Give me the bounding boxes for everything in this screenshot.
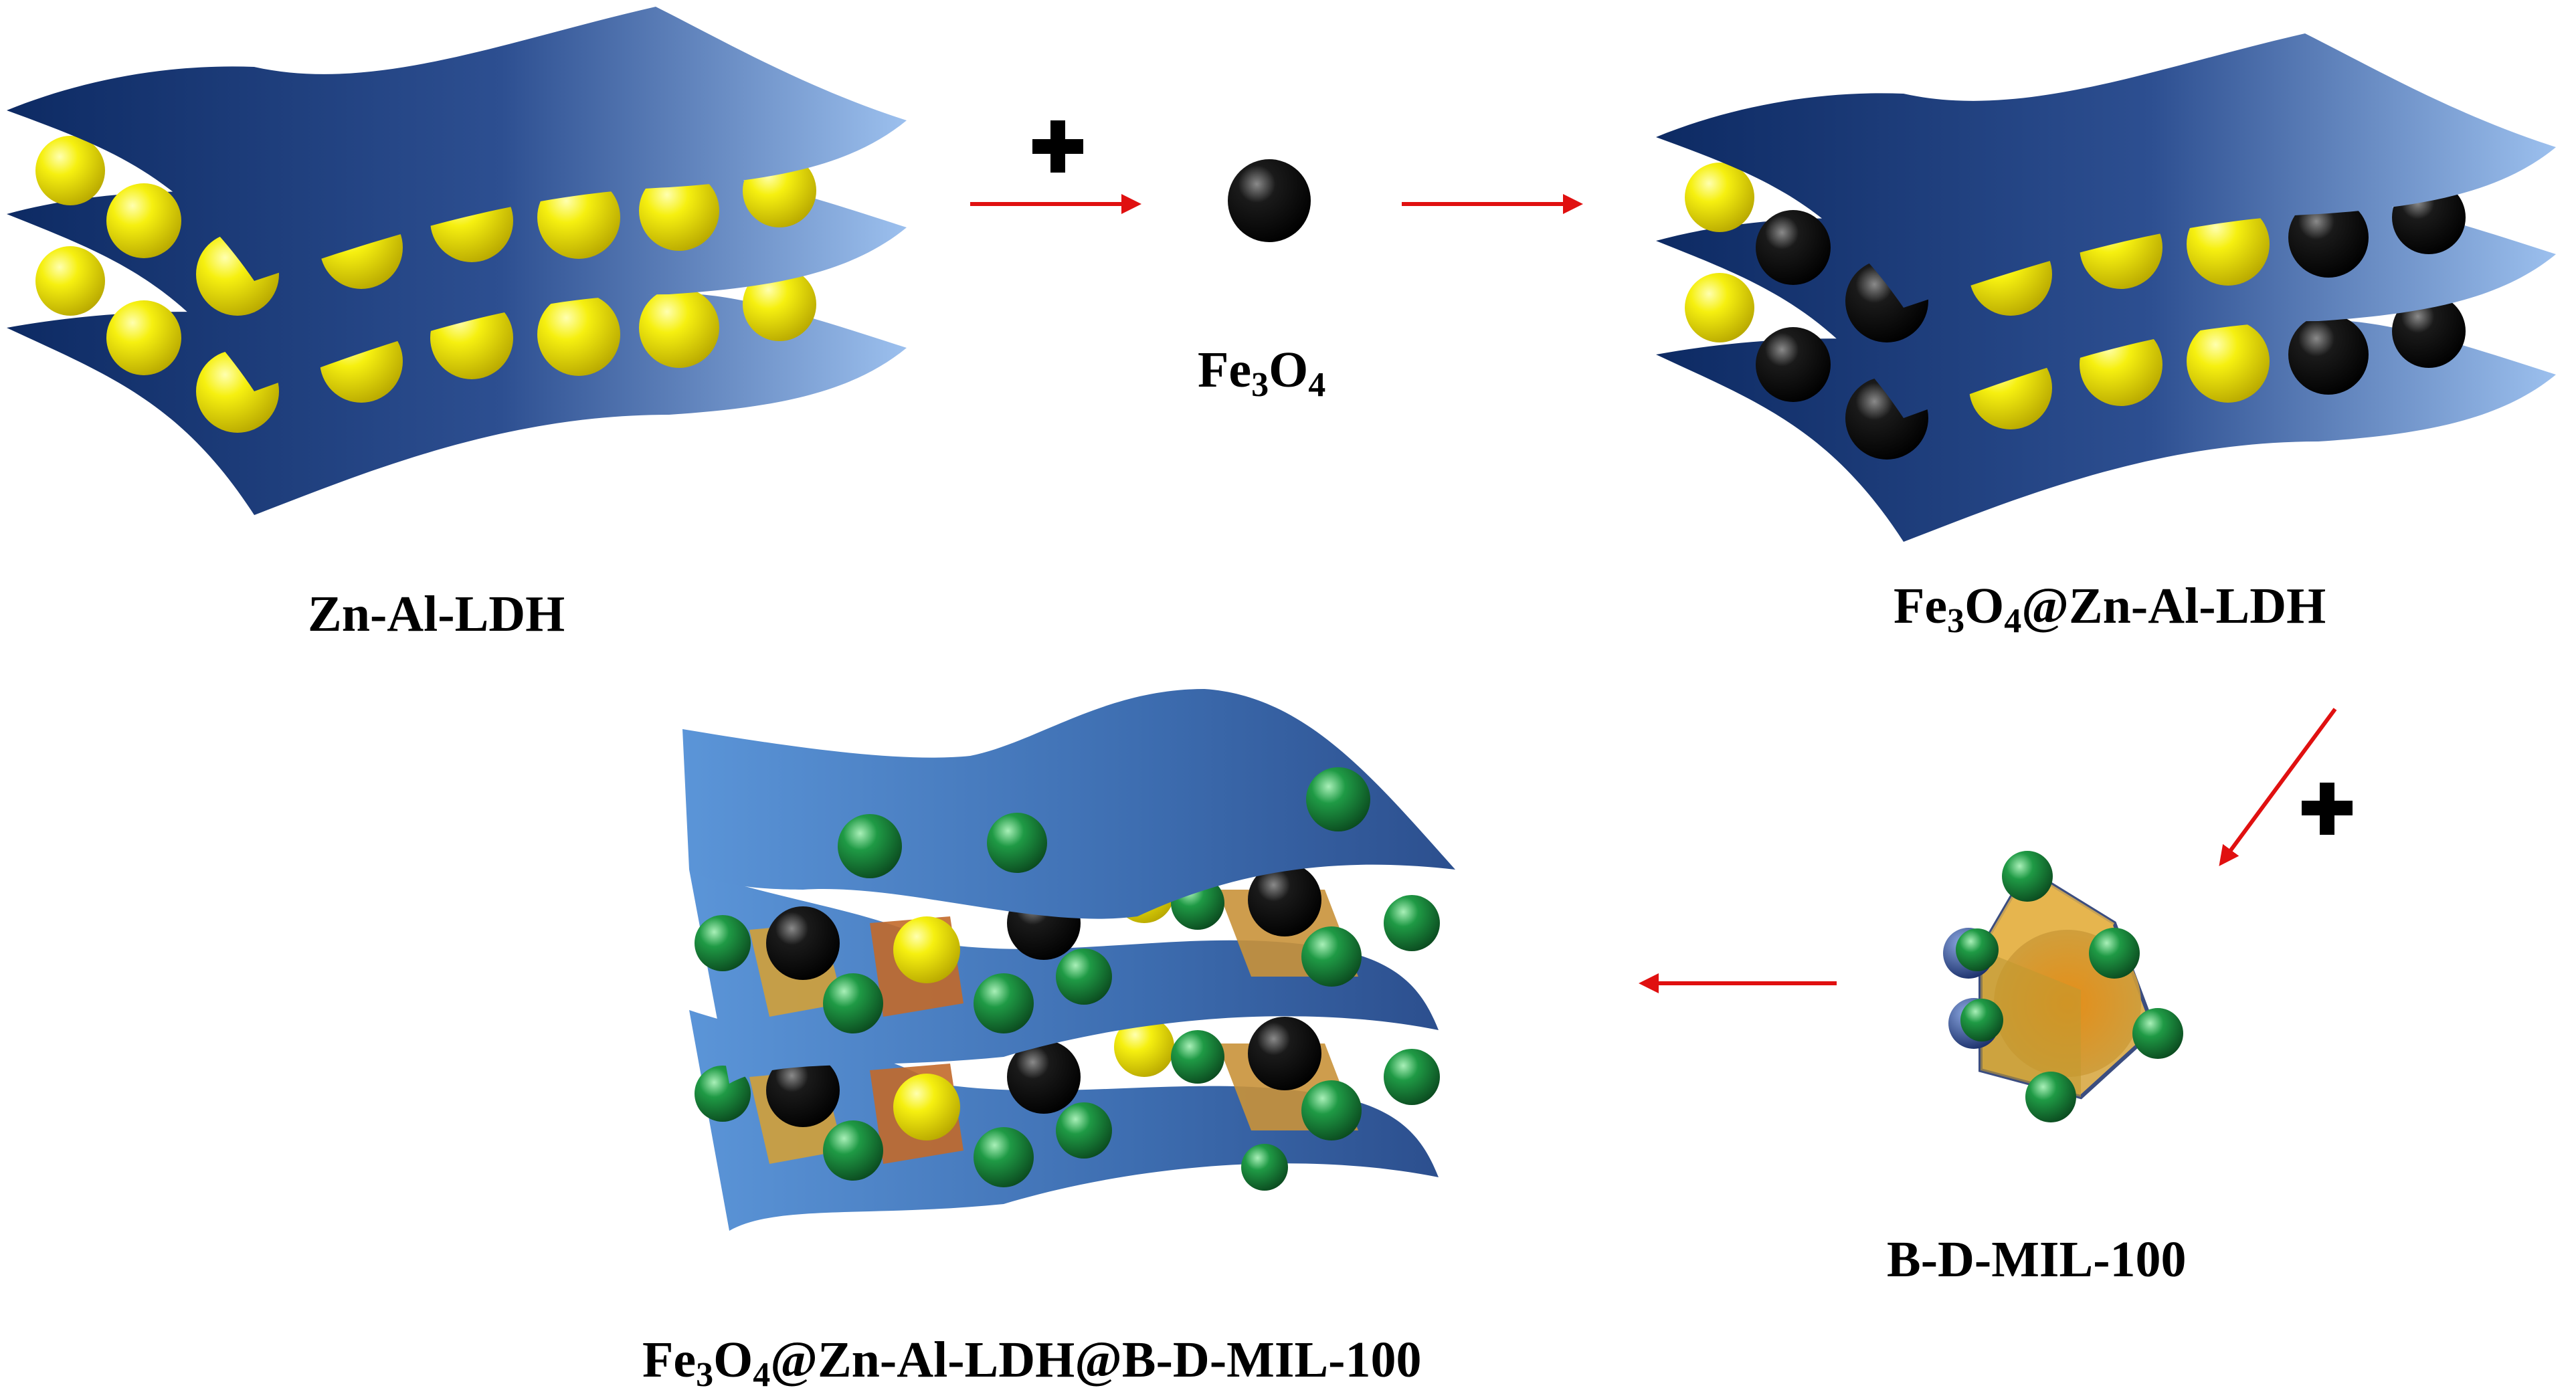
label-fe3o4: Fe3O4: [1198, 344, 1325, 403]
label-fe3o4-ldh-sub-4: 4: [2004, 602, 2022, 640]
label-composite-o: O: [713, 1332, 753, 1388]
b-d-mil-100-particle: [1943, 851, 2183, 1122]
label-composite: Fe3O4@Zn-Al-LDH@B-D-MIL-100: [642, 1334, 1421, 1393]
label-fe3o4-zn-al-ldh: Fe3O4@Zn-Al-LDH: [1894, 581, 2326, 639]
label-fe3o4-ldh-o: O: [1964, 578, 2005, 634]
label-zn-al-ldh: Zn-Al-LDH: [308, 586, 565, 642]
label-fe3o4-sub-4: 4: [1308, 366, 1326, 404]
label-fe3o4-o: O: [1269, 342, 1309, 398]
plus-icon: [2302, 783, 2353, 835]
label-fe3o4-fe: Fe: [1198, 342, 1252, 398]
zn-al-ldh-illustration: [7, 7, 907, 515]
label-fe3o4-sub-3: 3: [1251, 366, 1269, 404]
label-composite-rest: @Zn-Al-LDH@B-D-MIL-100: [770, 1332, 1422, 1388]
label-fe3o4-ldh-rest: @Zn-Al-LDH: [2021, 578, 2326, 634]
plus-icon: [1032, 120, 1083, 173]
label-fe3o4-ldh-fe: Fe: [1894, 578, 1948, 634]
label-composite-sub-3: 3: [696, 1356, 714, 1394]
fe3o4-ldh-illustration: [1656, 33, 2556, 542]
label-b-d-mil-100: B-D-MIL-100: [1887, 1231, 2187, 1288]
label-composite-fe: Fe: [642, 1332, 697, 1388]
composite-illustration: [682, 689, 1455, 1231]
label-fe3o4-ldh-sub-3: 3: [1947, 602, 1965, 640]
fe3o4-particle: [1228, 159, 1311, 242]
reaction-arrow-3: [2219, 708, 2337, 866]
label-composite-sub-4: 4: [753, 1356, 771, 1394]
ldh-sheet-top: [7, 7, 907, 281]
